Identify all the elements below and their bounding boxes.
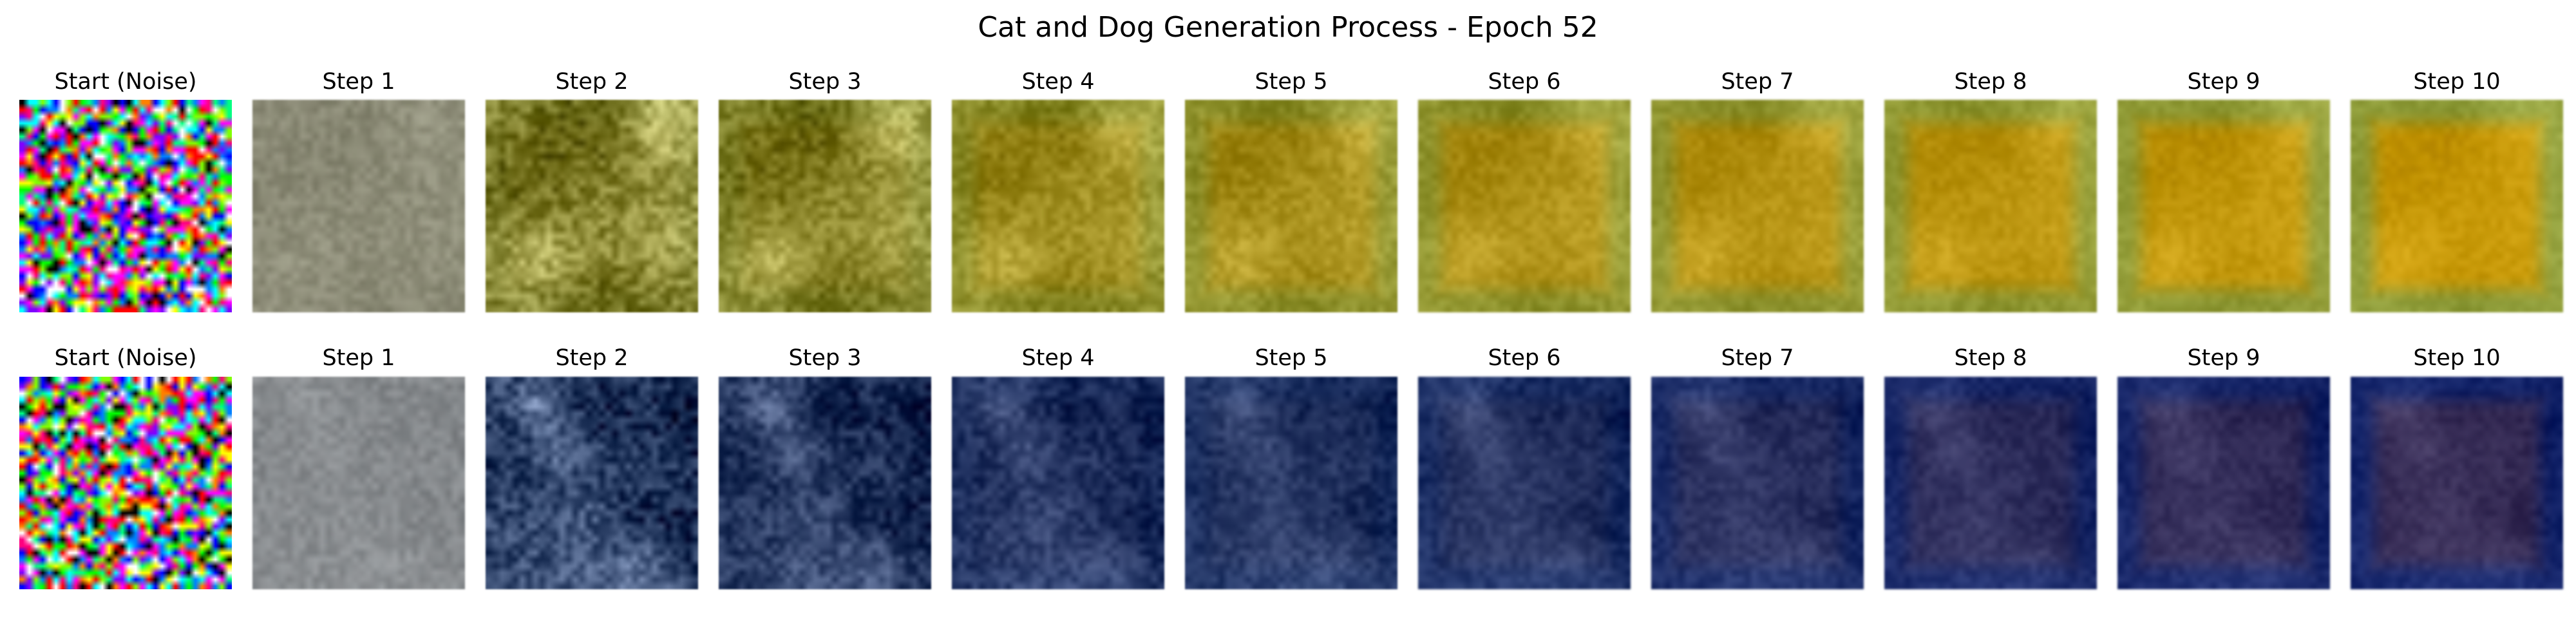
cat-step-image bbox=[2117, 100, 2330, 312]
panel-title: Step 10 bbox=[2413, 345, 2501, 371]
panel-title: Step 6 bbox=[1488, 69, 1561, 95]
panel-title: Step 9 bbox=[2187, 69, 2260, 95]
panel-title: Step 3 bbox=[788, 69, 862, 95]
cat-step-image bbox=[1185, 100, 1397, 312]
panel-title: Step 6 bbox=[1488, 345, 1561, 371]
cat-noise-image bbox=[19, 100, 232, 312]
dog-step-image bbox=[2117, 377, 2330, 589]
figure-title: Cat and Dog Generation Process - Epoch 5… bbox=[978, 11, 1598, 44]
panel-title: Step 4 bbox=[1021, 69, 1095, 95]
cat-step-image bbox=[2351, 100, 2563, 312]
cat-step-image bbox=[1418, 100, 1631, 312]
panel-title: Step 7 bbox=[1721, 69, 1794, 95]
panel-title: Start (Noise) bbox=[54, 69, 197, 95]
cat-step-image bbox=[1884, 100, 2097, 312]
dog-step-image bbox=[252, 377, 465, 589]
cat-step-image bbox=[1651, 100, 1864, 312]
cat-step-image bbox=[252, 100, 465, 312]
panel-title: Step 2 bbox=[555, 69, 629, 95]
dog-step-image bbox=[952, 377, 1164, 589]
panel-title: Step 4 bbox=[1021, 345, 1095, 371]
cat-step-image bbox=[486, 100, 698, 312]
panel-title: Step 9 bbox=[2187, 345, 2260, 371]
panel-title: Step 10 bbox=[2413, 69, 2501, 95]
panel-title: Step 2 bbox=[555, 345, 629, 371]
panel-title: Step 5 bbox=[1255, 345, 1328, 371]
dog-noise-image bbox=[19, 377, 232, 589]
panel-title: Step 8 bbox=[1954, 345, 2027, 371]
dog-step-image bbox=[1884, 377, 2097, 589]
panel-title: Step 7 bbox=[1721, 345, 1794, 371]
panel-title: Start (Noise) bbox=[54, 345, 197, 371]
cat-step-image bbox=[952, 100, 1164, 312]
dog-step-image bbox=[719, 377, 931, 589]
dog-step-image bbox=[1418, 377, 1631, 589]
panel-title: Step 1 bbox=[322, 345, 395, 371]
cat-step-image bbox=[719, 100, 931, 312]
dog-step-image bbox=[2351, 377, 2563, 589]
dog-step-image bbox=[486, 377, 698, 589]
panel-title: Step 1 bbox=[322, 69, 395, 95]
panel-title: Step 8 bbox=[1954, 69, 2027, 95]
panel-title: Step 5 bbox=[1255, 69, 1328, 95]
dog-step-image bbox=[1185, 377, 1397, 589]
panel-title: Step 3 bbox=[788, 345, 862, 371]
dog-step-image bbox=[1651, 377, 1864, 589]
